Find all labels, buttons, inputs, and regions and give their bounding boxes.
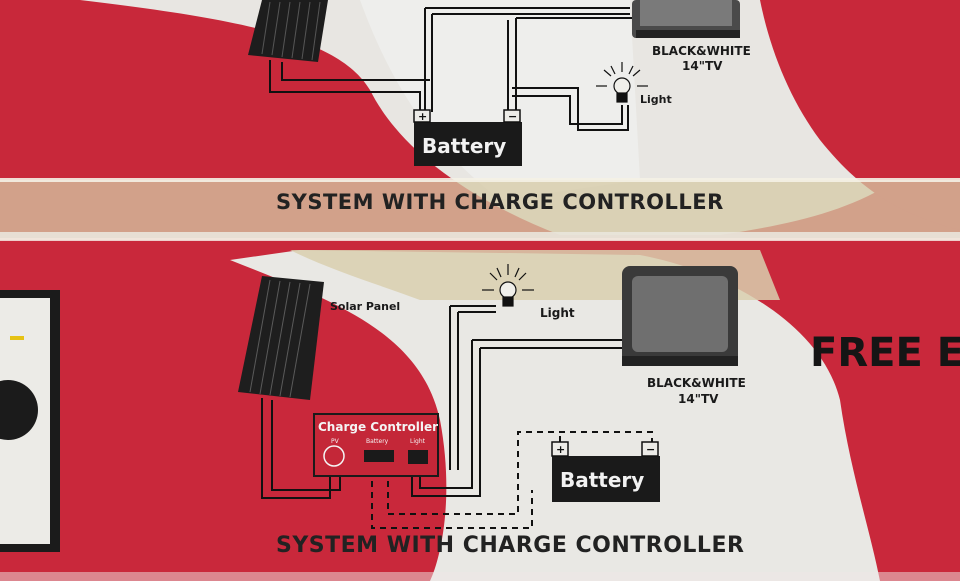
charge-controller-title: Charge Controller <box>318 420 439 434</box>
controller-light-label: Light <box>410 438 425 445</box>
side-text: FREE E <box>810 330 960 376</box>
bottom-light-label: Light <box>540 306 575 320</box>
bottom-solar-panel <box>238 276 324 400</box>
top-bulb <box>596 62 648 103</box>
top-tv <box>632 0 740 38</box>
bottom-tv-label: BLACK&WHITE <box>647 376 746 390</box>
svg-text:+: + <box>556 443 565 456</box>
bottom-tv-size-label: 14"TV <box>678 392 719 406</box>
svg-text:+: + <box>418 110 427 123</box>
top-tv-size-label: 14"TV <box>682 59 723 73</box>
top-battery-body: + − <box>413 109 522 166</box>
top-solar-panel <box>248 0 328 62</box>
charge-controller-body <box>313 413 439 477</box>
controller-pv-label: PV <box>331 438 339 445</box>
top-tv-label: BLACK&WHITE <box>652 44 751 58</box>
bottom-battery-label: Battery <box>560 468 645 492</box>
bottom-tv <box>622 266 738 366</box>
svg-text:−: − <box>508 110 517 123</box>
bottom-bulb <box>482 264 534 307</box>
solar-panel-label: Solar Panel <box>330 300 401 313</box>
controller-battery-label: Battery <box>366 438 389 445</box>
bottom-headline: SYSTEM WITH CHARGE CONTROLLER <box>276 533 745 558</box>
top-light-label: Light <box>640 93 672 106</box>
top-headline: SYSTEM WITH CHARGE CONTROLLER <box>276 190 724 214</box>
bottom-battery-body: + − <box>551 441 660 502</box>
svg-text:−: − <box>646 443 655 456</box>
top-battery-label: Battery <box>422 134 507 158</box>
